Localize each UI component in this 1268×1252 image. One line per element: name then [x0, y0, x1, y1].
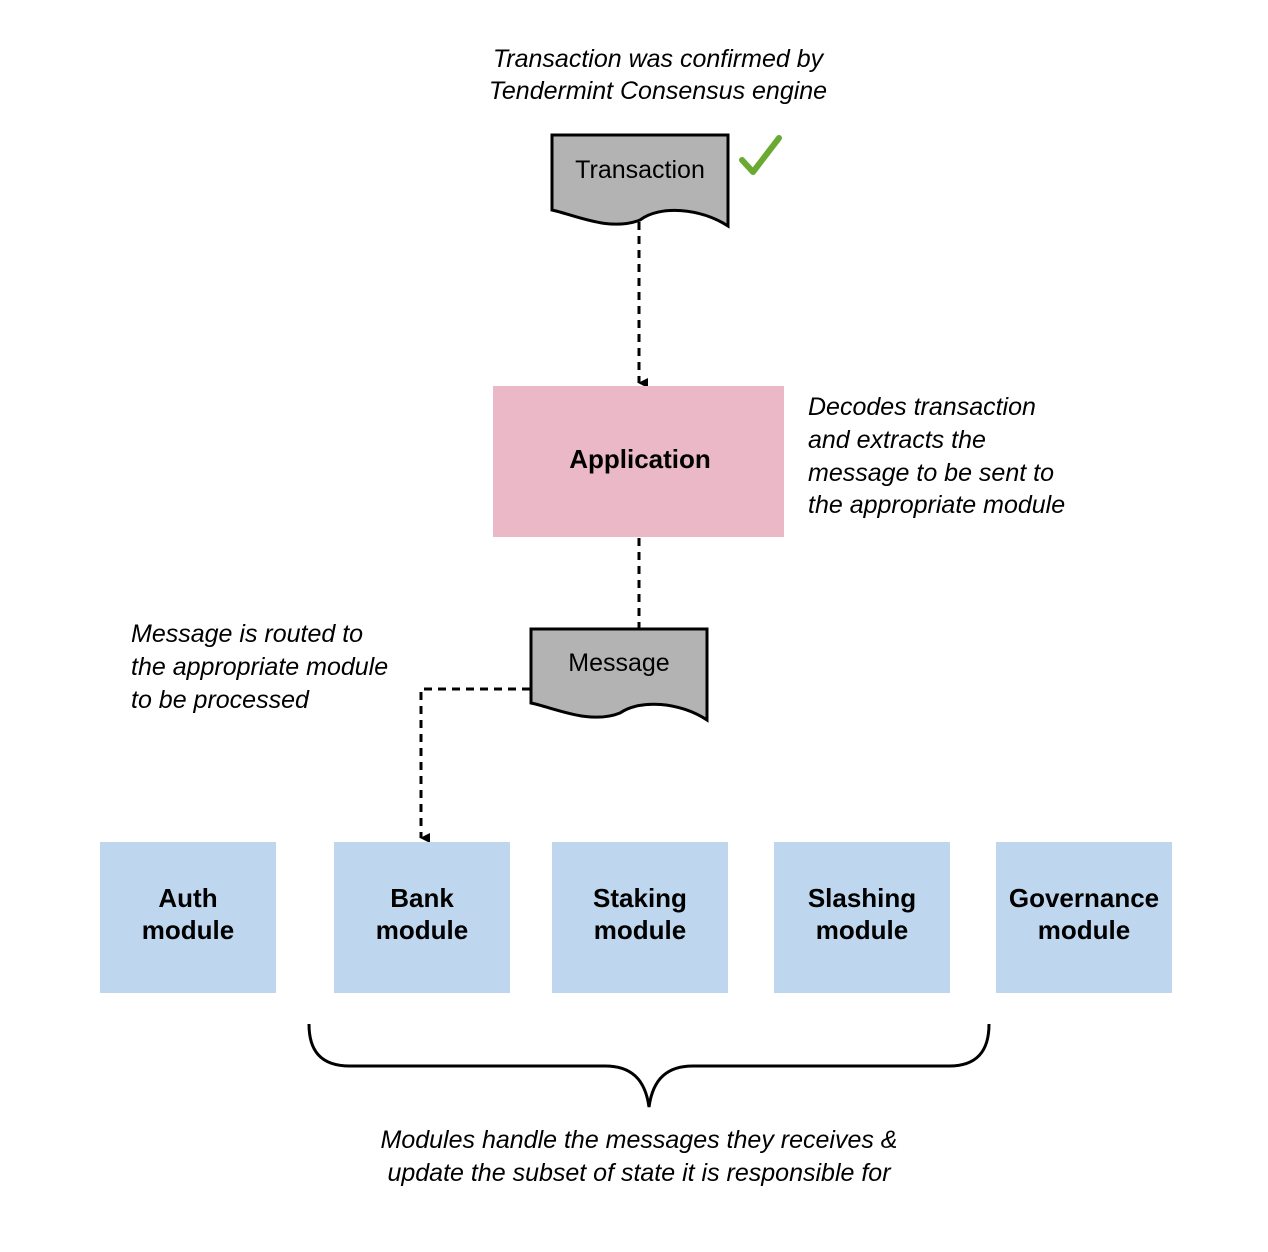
module-staking-label-line-2: module	[594, 915, 686, 945]
application-box-rect	[493, 386, 784, 537]
module-bank-label-line-1: Bank	[390, 883, 454, 913]
message-document: Message	[529, 627, 709, 723]
module-governance-label-line-2: module	[1038, 915, 1130, 945]
transaction-document: Transaction	[550, 133, 730, 229]
module-bank-rect	[334, 842, 510, 993]
modules-note-line-1: Modules handle the messages they receive…	[381, 1126, 898, 1154]
module-governance-rect	[996, 842, 1172, 993]
transaction-document-shape	[550, 133, 730, 229]
module-auth: Auth module	[100, 842, 276, 993]
module-governance: Governance module	[996, 842, 1172, 993]
module-bank: Bank module	[334, 842, 510, 993]
message-label: Message	[568, 649, 669, 677]
modules-note-line-2: update the subset of state it is respons…	[387, 1159, 892, 1187]
application-label: Application	[569, 444, 711, 474]
module-slashing-rect	[774, 842, 950, 993]
module-auth-rect	[100, 842, 276, 993]
module-staking-rect	[552, 842, 728, 993]
module-slashing-label-line-2: module	[816, 915, 908, 945]
module-bank-label-line-2: module	[376, 915, 468, 945]
application-note-line-2: and extracts the	[808, 426, 986, 454]
transaction-label: Transaction	[575, 156, 705, 184]
message-note-line-2: the appropriate module	[131, 653, 388, 681]
application-box: Application	[493, 386, 784, 537]
message-note-line-3: to be processed	[131, 686, 310, 714]
module-auth-label-line-2: module	[142, 915, 234, 945]
transaction-confirmed-note-line-2: Tendermint Consensus engine	[489, 77, 827, 105]
module-auth-label-line-1: Auth	[158, 883, 217, 913]
message-document-shape	[529, 627, 709, 723]
application-note-line-3: message to be sent to	[808, 459, 1054, 487]
modules-curly-brace	[307, 1023, 991, 1108]
check-icon	[739, 135, 782, 175]
module-staking-label-line-1: Staking	[593, 883, 687, 913]
module-staking: Staking module	[552, 842, 728, 993]
application-note-line-1: Decodes transaction	[808, 393, 1036, 421]
message-note-line-1: Message is routed to	[131, 620, 363, 648]
message-to-bank-module-arrow	[419, 687, 530, 843]
module-governance-label-line-1: Governance	[1009, 883, 1159, 913]
module-slashing: Slashing module	[774, 842, 950, 993]
application-note-line-4: the appropriate module	[808, 491, 1065, 519]
module-slashing-label-line-1: Slashing	[808, 883, 916, 913]
transaction-confirmed-note-line-1: Transaction was confirmed by	[493, 45, 825, 73]
